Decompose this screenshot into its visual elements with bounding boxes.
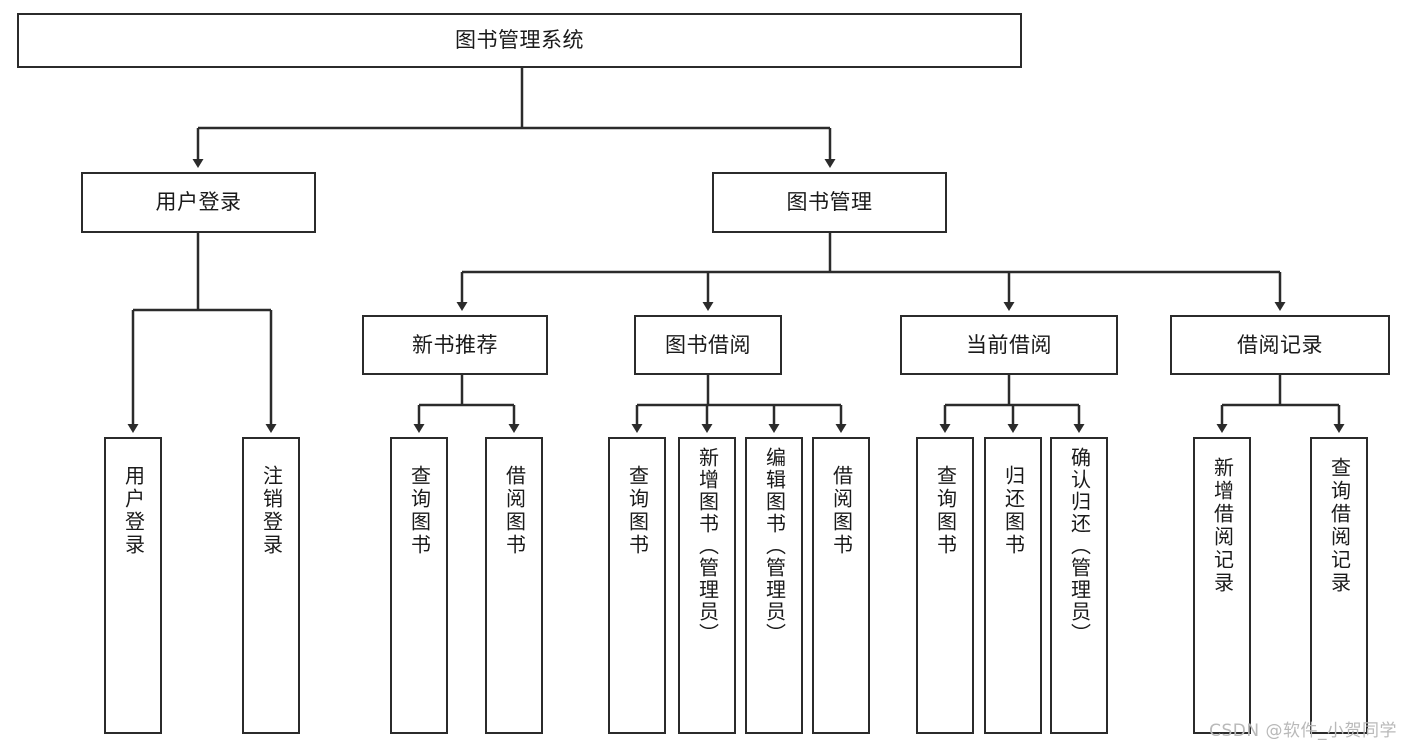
node-label: 借阅图书 xyxy=(502,465,527,557)
node-label: 新书推荐 xyxy=(412,332,498,357)
node-label: 当前借阅 xyxy=(966,332,1052,357)
node-label: 查询借阅记录 xyxy=(1327,457,1352,595)
node-leaf-borrow-book-2[interactable]: 借阅图书 xyxy=(812,437,870,734)
node-book-management[interactable]: 图书管理 xyxy=(712,172,947,233)
node-user-login[interactable]: 用户登录 xyxy=(81,172,316,233)
node-label: 用户登录 xyxy=(155,190,242,215)
node-label: 新增借阅记录 xyxy=(1210,457,1235,595)
node-label: 归还图书 xyxy=(1001,465,1026,557)
node-leaf-user-login[interactable]: 用户登录 xyxy=(104,437,162,734)
node-leaf-query-book-1[interactable]: 查询图书 xyxy=(390,437,448,734)
node-current-borrow[interactable]: 当前借阅 xyxy=(900,315,1118,375)
node-book-borrow[interactable]: 图书借阅 xyxy=(634,315,782,375)
node-borrow-record[interactable]: 借阅记录 xyxy=(1170,315,1390,375)
node-label: 图书管理 xyxy=(786,190,873,215)
node-leaf-add-record[interactable]: 新增借阅记录 xyxy=(1193,437,1251,734)
node-leaf-confirm-return[interactable]: 确认归还（管理员） xyxy=(1050,437,1108,734)
node-root-system[interactable]: 图书管理系统 xyxy=(17,13,1022,68)
node-leaf-add-book[interactable]: 新增图书（管理员） xyxy=(678,437,736,734)
node-label: 查询图书 xyxy=(407,465,432,557)
node-label: 注销登录 xyxy=(259,465,284,557)
node-label: 查询图书 xyxy=(933,465,958,557)
node-new-book-recommend[interactable]: 新书推荐 xyxy=(362,315,548,375)
node-leaf-query-book-2[interactable]: 查询图书 xyxy=(608,437,666,734)
node-label: 借阅图书 xyxy=(829,465,854,557)
node-label: 用户登录 xyxy=(121,465,146,557)
node-label: 确认归还（管理员） xyxy=(1067,447,1092,645)
node-label: 查询图书 xyxy=(625,465,650,557)
node-label: 图书借阅 xyxy=(665,332,751,357)
node-leaf-borrow-book-1[interactable]: 借阅图书 xyxy=(485,437,543,734)
node-leaf-query-book-3[interactable]: 查询图书 xyxy=(916,437,974,734)
node-label: 新增图书（管理员） xyxy=(695,447,720,645)
node-leaf-query-record[interactable]: 查询借阅记录 xyxy=(1310,437,1368,734)
node-label: 图书管理系统 xyxy=(455,28,584,53)
node-leaf-logout-login[interactable]: 注销登录 xyxy=(242,437,300,734)
node-label: 借阅记录 xyxy=(1237,332,1323,357)
node-leaf-edit-book[interactable]: 编辑图书（管理员） xyxy=(745,437,803,734)
node-label: 编辑图书（管理员） xyxy=(762,447,787,645)
node-leaf-return-book[interactable]: 归还图书 xyxy=(984,437,1042,734)
